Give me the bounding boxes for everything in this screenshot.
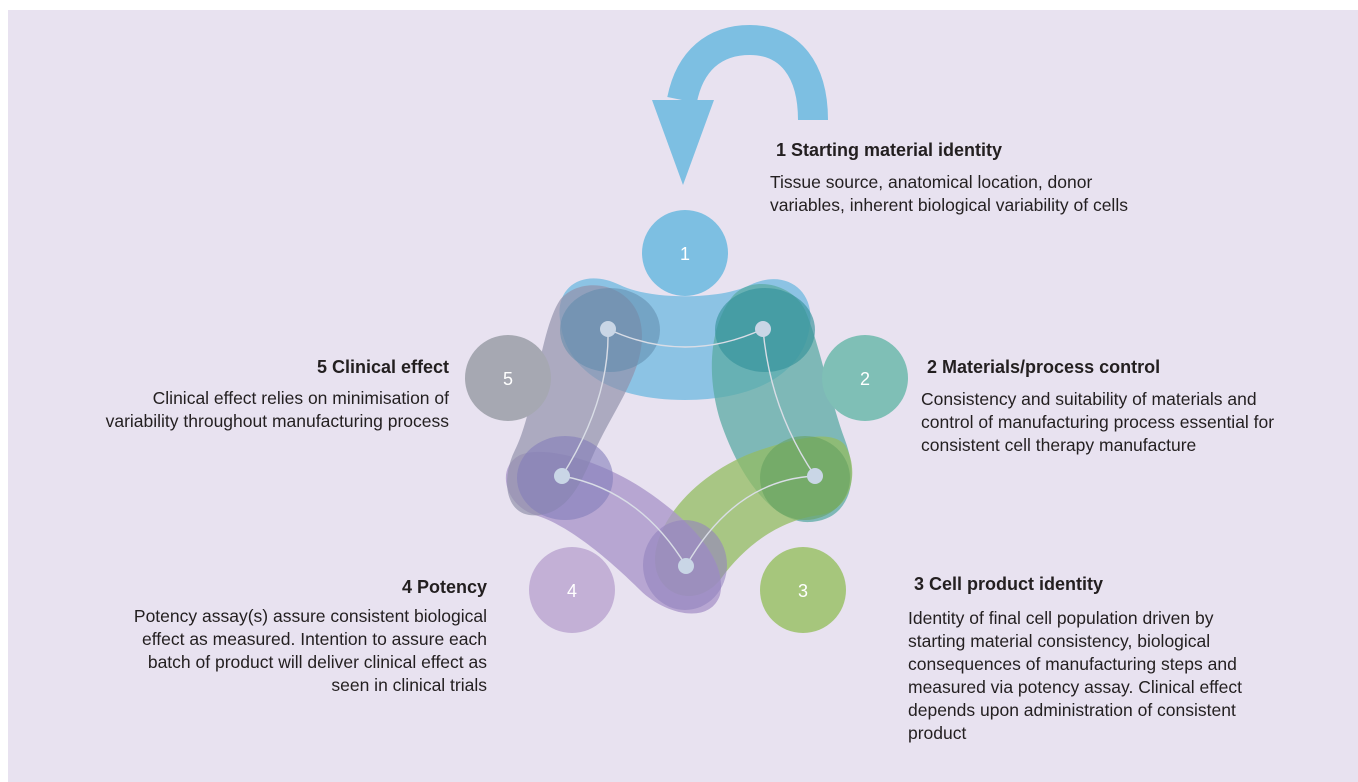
stage-2-title: 2 Materials/process control bbox=[927, 357, 1161, 377]
stage-3-description: Identity of final cell population driven… bbox=[908, 608, 1242, 743]
process-ring bbox=[505, 278, 853, 614]
stage-5-title: 5 Clinical effect bbox=[316, 357, 449, 377]
stage-4-description: Potency assay(s) assure consistent biolo… bbox=[133, 606, 487, 695]
stage-circle-fill-5 bbox=[465, 335, 551, 421]
stage-circle-1: 1 bbox=[642, 210, 728, 296]
stage-1-description: Tissue source, anatomical location, dono… bbox=[770, 172, 1128, 215]
curved-arrow-icon bbox=[652, 24, 828, 185]
stage-circle-fill-2 bbox=[822, 335, 908, 421]
stage-circle-fill-1 bbox=[642, 210, 728, 296]
stage-circle-4: 4 bbox=[529, 547, 615, 633]
svg-text:3: 3 bbox=[798, 581, 808, 601]
stage-circle-5: 5 bbox=[465, 335, 551, 421]
stage-2-description: Consistency and suitability of materials… bbox=[921, 389, 1275, 455]
stage-1-title: 1 Starting material identity bbox=[776, 140, 1003, 160]
svg-text:1: 1 bbox=[680, 244, 690, 264]
svg-text:4: 4 bbox=[567, 581, 577, 601]
stage-circle-3: 3 bbox=[760, 547, 846, 633]
connector-nodes bbox=[554, 321, 823, 574]
stage-circle-fill-3 bbox=[760, 547, 846, 633]
svg-text:5: 5 bbox=[503, 369, 513, 389]
stage-4-title: 4 Potency bbox=[401, 577, 487, 597]
svg-text:2: 2 bbox=[860, 369, 870, 389]
stage-5-description: Clinical effect relies on minimisation o… bbox=[105, 388, 449, 431]
stage-circle-fill-4 bbox=[529, 547, 615, 633]
stage-3-title: 3 Cell product identity bbox=[914, 574, 1104, 594]
connector-network bbox=[561, 328, 816, 567]
stage-circle-2: 2 bbox=[822, 335, 908, 421]
